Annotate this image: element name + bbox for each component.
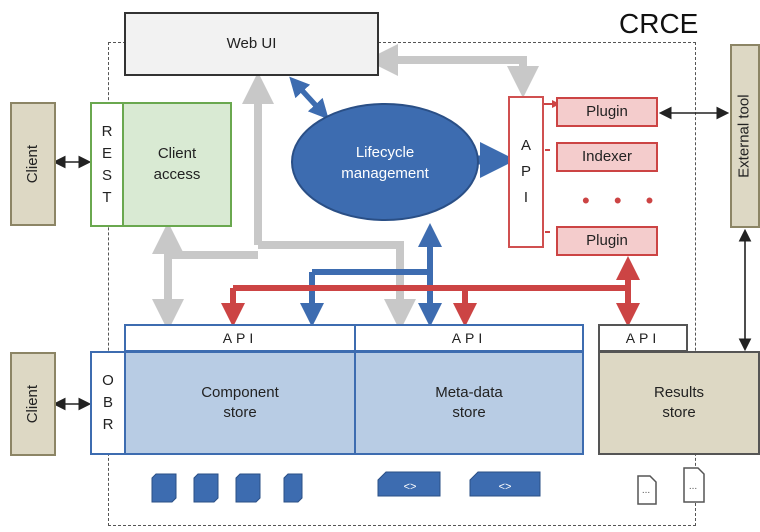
component-api-label: API [222, 329, 258, 346]
red-connectors [221, 100, 640, 327]
more-plugins-ellipsis: • • • [582, 188, 663, 213]
document-icon: ... [637, 475, 657, 505]
client-access-box[interactable]: Client access [122, 102, 232, 227]
lifecycle-label-line2: management [341, 165, 429, 182]
component-cube-icon [235, 473, 261, 503]
document-icon: ... [683, 467, 705, 503]
client-bottom[interactable]: Client [10, 352, 56, 456]
external-tool[interactable]: External tool [730, 44, 760, 228]
client-access-label-line1: Client [157, 145, 197, 163]
svg-text:...: ... [642, 485, 650, 496]
external-tool-label: External tool [735, 94, 753, 178]
black-connectors [52, 106, 752, 411]
web-ui-label: Web UI [226, 34, 277, 52]
rest-letter: R [101, 122, 113, 140]
results-store-label-line1: Results [653, 383, 705, 401]
obr-letter: O [102, 372, 114, 389]
results-store-api: API [598, 324, 688, 352]
api-letter: I [523, 189, 529, 206]
component-store[interactable]: Component store [124, 351, 356, 455]
svg-text:...: ... [689, 481, 697, 492]
api-letter: A [520, 137, 531, 154]
results-api-label: API [625, 329, 661, 346]
svg-text:<>: <> [499, 481, 512, 493]
rest-letter: S [101, 166, 112, 184]
plugin-box-1[interactable]: Plugin [556, 97, 658, 127]
result-icons: ... ... [637, 467, 705, 505]
metadata-api-label: API [451, 329, 487, 346]
component-cube-icon [193, 473, 219, 503]
client-bottom-label: Client [23, 384, 41, 424]
web-ui-box[interactable]: Web UI [124, 12, 379, 76]
client-top-label: Client [23, 144, 41, 184]
component-cube-icon [151, 473, 177, 503]
crce-title: CRCE [615, 8, 703, 40]
blue-connectors [289, 76, 516, 327]
obr-interface: O B R [90, 351, 126, 455]
api-letter: P [520, 163, 531, 180]
metadata-store-api: API [354, 324, 584, 352]
component-store-api: API [124, 324, 356, 352]
component-store-label-line2: store [223, 404, 257, 421]
obr-letter: B [102, 394, 113, 411]
plugin-box-2[interactable]: Plugin [556, 226, 658, 256]
metadata-store-label-line2: store [452, 404, 486, 421]
indexer-box[interactable]: Indexer [556, 142, 658, 172]
rest-letter: E [101, 144, 112, 162]
metadata-icons: <> <> [377, 471, 541, 497]
svg-text:<>: <> [404, 481, 417, 493]
plugin-label: Plugin [586, 102, 628, 120]
obr-letter: R [102, 416, 114, 433]
client-access-label-line2: access [153, 165, 201, 183]
rest-letter: T [102, 188, 112, 206]
lifecycle-management[interactable]: Lifecycle management [291, 103, 479, 221]
results-store-label-line2: store [662, 404, 696, 421]
component-store-label-line1: Component [201, 383, 279, 401]
component-icons [151, 473, 303, 503]
indexer-label: Indexer [581, 147, 633, 165]
plugin-label: Plugin [586, 231, 628, 249]
lifecycle-label-line1: Lifecycle [356, 144, 414, 161]
metadata-code-icon: <> [377, 471, 441, 497]
plugin-api: A P I [508, 96, 544, 248]
metadata-store-label-line1: Meta-data [435, 383, 503, 401]
component-cube-icon [283, 473, 303, 503]
metadata-store[interactable]: Meta-data store [354, 351, 584, 455]
grey-connectors [152, 44, 539, 331]
rest-interface: R E S T [90, 102, 124, 227]
crce-boundary [108, 42, 696, 526]
metadata-code-icon: <> [469, 471, 541, 497]
results-store[interactable]: Results store [598, 351, 760, 455]
client-top[interactable]: Client [10, 102, 56, 226]
